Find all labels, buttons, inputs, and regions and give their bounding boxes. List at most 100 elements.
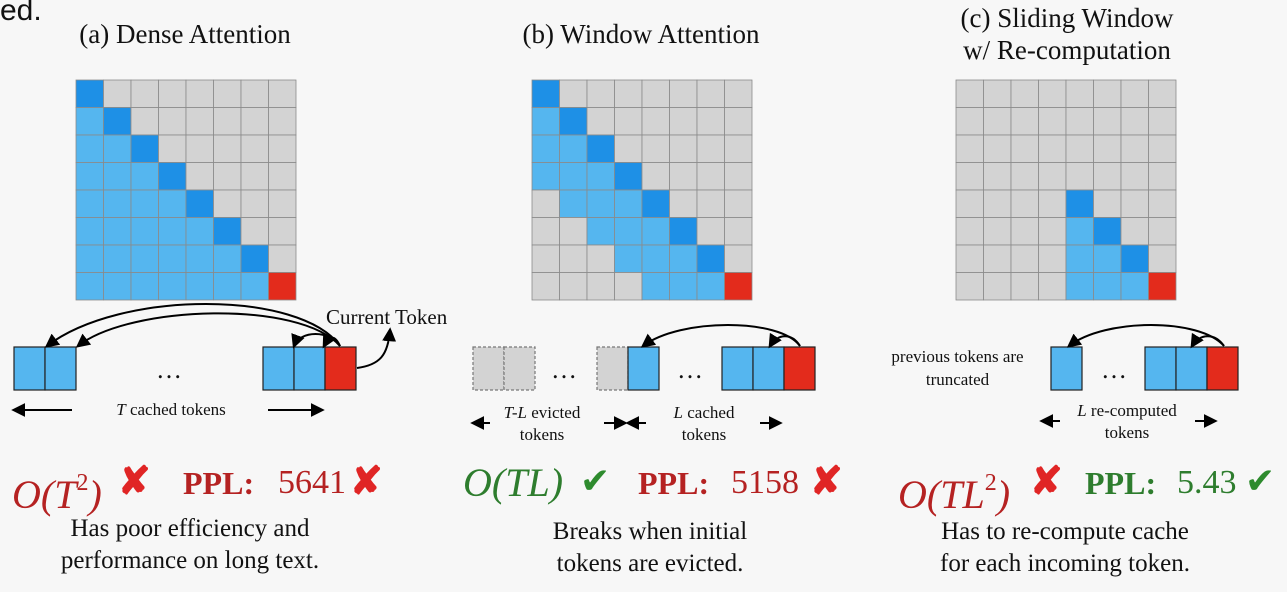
- attention-cell: [1010, 217, 1039, 246]
- attention-cell: [1148, 217, 1177, 246]
- description-a-line1: Has poor efficiency and: [70, 515, 310, 542]
- attention-cell: [586, 162, 615, 191]
- attention-cell: [669, 162, 698, 191]
- attention-cell: [213, 107, 242, 136]
- attention-cell: [559, 217, 588, 246]
- attention-cell: [75, 162, 104, 191]
- attention-cell: [185, 107, 214, 136]
- attention-cell: [983, 244, 1012, 273]
- attention-cell: [641, 107, 670, 136]
- attention-arc: [322, 332, 341, 349]
- ppl-label-c: PPL:: [1085, 465, 1157, 501]
- attention-cell: [268, 244, 297, 273]
- attention-cell: [614, 189, 643, 218]
- attention-cell: [213, 134, 242, 163]
- panel-c-title-line1: (c) Sliding Window: [960, 3, 1174, 33]
- attention-cell: [531, 189, 560, 218]
- attention-cell: [130, 217, 159, 246]
- attention-arc: [44, 303, 341, 348]
- attention-cell: [669, 244, 698, 273]
- attention-cell: [103, 134, 132, 163]
- panel-b-title: (b) Window Attention: [522, 19, 760, 49]
- attention-cell: [724, 107, 753, 136]
- attention-cell: [724, 244, 753, 273]
- token-box: [1175, 346, 1208, 391]
- token-box: [472, 346, 505, 391]
- attention-cell: [696, 272, 725, 301]
- attention-cell: [983, 79, 1012, 108]
- attention-cell: [724, 272, 753, 301]
- check-icon: ✔: [1245, 461, 1276, 502]
- attention-cell: [724, 162, 753, 191]
- token-box: [13, 346, 46, 391]
- attention-cell: [130, 134, 159, 163]
- attention-cell: [614, 162, 643, 191]
- attention-cell: [1038, 134, 1067, 163]
- attention-cell: [1038, 162, 1067, 191]
- attention-cell: [586, 244, 615, 273]
- attention-cell: [559, 189, 588, 218]
- attention-cell: [1148, 244, 1177, 273]
- complexity-a: O(T2): [12, 470, 102, 517]
- attention-cell: [1010, 134, 1039, 163]
- cross-icon: ✘: [118, 460, 151, 503]
- ppl-label-b: PPL:: [638, 465, 710, 501]
- attention-cell: [158, 134, 187, 163]
- attention-cell: [724, 189, 753, 218]
- attention-cell: [559, 162, 588, 191]
- attention-cell: [1065, 189, 1094, 218]
- attention-cell: [586, 189, 615, 218]
- current-token-arrow: [356, 327, 397, 369]
- ellipsis: …: [551, 355, 577, 384]
- attention-cell: [669, 107, 698, 136]
- attention-cell: [531, 244, 560, 273]
- attention-cell: [130, 189, 159, 218]
- ellipsis: …: [677, 355, 703, 384]
- attention-cell: [1148, 272, 1177, 301]
- attention-cell: [724, 79, 753, 108]
- attention-cell: [1065, 79, 1094, 108]
- attention-cell: [983, 107, 1012, 136]
- attention-cell: [1093, 134, 1122, 163]
- attention-cell: [213, 217, 242, 246]
- attention-cell: [185, 189, 214, 218]
- attention-cell: [185, 244, 214, 273]
- attention-cell: [641, 189, 670, 218]
- attention-cell: [75, 244, 104, 273]
- attention-cell: [641, 79, 670, 108]
- token-box: [262, 346, 295, 391]
- attention-cell: [240, 107, 269, 136]
- ppl-label-a: PPL:: [183, 465, 255, 501]
- ppl-value-a: 5641: [278, 464, 346, 501]
- attention-cell: [1038, 189, 1067, 218]
- attention-cell: [103, 189, 132, 218]
- attention-cell: [268, 189, 297, 218]
- panel-a-title: (a) Dense Attention: [79, 19, 291, 49]
- attention-cell: [1010, 189, 1039, 218]
- attention-cell: [268, 107, 297, 136]
- attention-cell: [1120, 189, 1149, 218]
- attention-cell: [240, 272, 269, 301]
- attention-cell: [185, 79, 214, 108]
- attention-cell: [696, 244, 725, 273]
- attention-cell: [696, 134, 725, 163]
- truncated-note-line2: truncated: [925, 370, 990, 389]
- attention-cell: [983, 189, 1012, 218]
- attention-cell: [75, 79, 104, 108]
- ppl-value-b: 5158: [731, 464, 799, 501]
- attention-cell: [1093, 244, 1122, 273]
- attention-cell: [955, 134, 984, 163]
- attention-cell: [955, 189, 984, 218]
- attention-cell: [955, 162, 984, 191]
- attention-cell: [983, 162, 1012, 191]
- attention-cell: [983, 134, 1012, 163]
- cross-icon: ✘: [350, 460, 383, 503]
- attention-cell: [724, 217, 753, 246]
- token-box: [44, 346, 77, 391]
- attention-cell: [955, 272, 984, 301]
- attention-cell: [1120, 217, 1149, 246]
